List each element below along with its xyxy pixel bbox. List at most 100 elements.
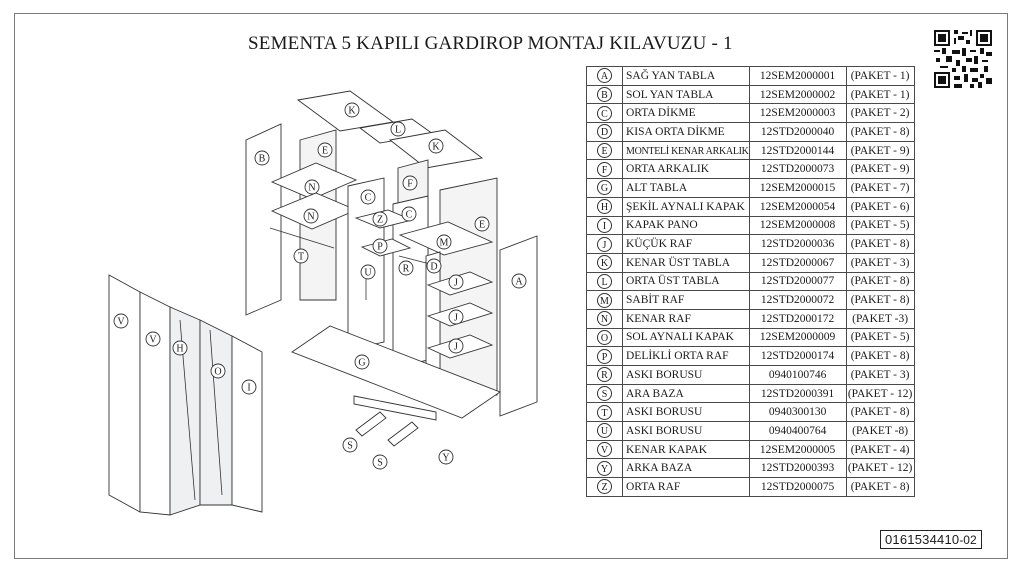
part-letter-cell: H	[586, 196, 623, 217]
part-letter-cell: E	[586, 140, 623, 161]
part-name: KENAR RAF	[626, 312, 691, 325]
qr-code-icon	[934, 30, 992, 88]
callout-label: R	[403, 264, 410, 275]
part-code: 12STD2000172	[760, 312, 835, 325]
callout-u: U	[360, 264, 376, 280]
part-code-cell: 0940400764	[748, 421, 847, 441]
part-letter-cell: B	[586, 84, 623, 105]
part-name-cell: KENAR KAPAK	[622, 439, 750, 460]
door-h	[169, 306, 201, 516]
part-name: KÜÇÜK RAF	[626, 238, 693, 251]
part-letter: N	[597, 311, 612, 327]
part-package: (PAKET - 7)	[850, 181, 910, 194]
part-code: 12SEM2000003	[759, 107, 836, 120]
part-code-cell: 12STD2000393	[748, 458, 847, 479]
callout-label: Z	[377, 215, 383, 226]
part-name: SAĞ YAN TABLA	[626, 69, 716, 82]
part-code: 12STD2000067	[760, 256, 835, 269]
part-code-cell: 12STD2000072	[748, 290, 847, 310]
part-code: 12STD2000073	[760, 163, 835, 176]
part-package-cell: (PAKET - 5)	[845, 327, 915, 348]
part-code-cell: 12SEM2000008	[748, 215, 847, 236]
door-i	[231, 335, 263, 513]
part-letter-cell: C	[586, 103, 623, 124]
part-code-cell: 12STD2000077	[748, 271, 847, 292]
part-code-cell: 12SEM2000002	[748, 84, 847, 105]
part-package-cell: (PAKET - 8)	[845, 477, 915, 497]
part-code: 0940400764	[768, 424, 827, 437]
callout-r: R	[398, 260, 414, 276]
part-code: 12SEM2000054	[759, 200, 836, 213]
part-code: 12SEM2000015	[759, 181, 836, 194]
callout-label: H	[176, 344, 183, 355]
part-letter-cell: T	[586, 402, 623, 423]
part-name-cell: MONTELİ KENAR ARKALIK	[622, 140, 750, 161]
part-code: 12STD2000144	[760, 144, 835, 157]
part-letter: E	[597, 143, 612, 159]
callout-label: Y	[442, 453, 449, 464]
part-package-cell: (PAKET - 3)	[845, 365, 915, 385]
part-package: (PAKET - 5)	[850, 331, 910, 344]
callout-label: G	[358, 358, 365, 369]
callout-s: S	[342, 437, 358, 453]
part-code: 0940100746	[768, 368, 827, 381]
part-package-cell: (PAKET - 9)	[845, 159, 915, 180]
callout-label: C	[406, 210, 413, 221]
part-package-cell: (PAKET - 8)	[845, 290, 915, 310]
part-package-cell: (PAKET - 8)	[845, 122, 915, 142]
part-name: ARKA BAZA	[626, 462, 693, 475]
part-code: 12STD2000391	[760, 387, 835, 400]
part-letter-cell: N	[586, 308, 623, 329]
panel-side-a	[499, 235, 538, 417]
part-code-cell: 12STD2000040	[748, 122, 847, 142]
callout-label: C	[365, 193, 372, 204]
part-letter: K	[597, 255, 612, 271]
part-letter-cell: F	[586, 159, 623, 180]
part-package-cell: (PAKET -3)	[845, 308, 915, 329]
part-package-cell: (PAKET - 8)	[845, 402, 915, 423]
part-name-cell: SOL AYNALI KAPAK	[622, 327, 750, 348]
part-package-cell: (PAKET - 7)	[845, 178, 915, 198]
part-code-cell: 12SEM2000003	[748, 103, 847, 124]
part-package-cell: (PAKET - 1)	[845, 84, 915, 105]
part-letter: I	[597, 217, 612, 233]
part-letter: L	[597, 273, 612, 289]
callout-label: E	[479, 220, 485, 231]
callout-k: K	[428, 138, 444, 154]
callout-label: V	[149, 335, 157, 346]
part-package: (PAKET - 8)	[850, 238, 910, 251]
callout-e: E	[474, 216, 490, 232]
page-title: SEMENTA 5 KAPILI GARDIROP MONTAJ KILAVUZ…	[248, 33, 733, 54]
callout-label: N	[307, 212, 314, 223]
part-name: ASKI BORUSU	[626, 368, 703, 381]
callout-label: S	[347, 441, 353, 452]
part-package-cell: (PAKET - 5)	[845, 215, 915, 236]
document-number-main: 0161534410	[885, 532, 960, 547]
part-code-cell: 0940100746	[748, 365, 847, 385]
callout-label: E	[322, 146, 328, 157]
part-package-cell: (PAKET - 2)	[845, 103, 915, 124]
part-package: (PAKET - 8)	[850, 275, 910, 288]
part-letter-cell: G	[586, 178, 623, 198]
callout-label: M	[440, 238, 449, 249]
callout-p: P	[372, 238, 388, 254]
part-name: SABİT RAF	[626, 294, 685, 307]
part-package: (PAKET - 4)	[850, 443, 910, 456]
part-letter: V	[597, 442, 612, 458]
part-code: 12SEM2000002	[759, 88, 836, 101]
part-name-cell: ALT TABLA	[622, 178, 750, 198]
callout-label: K	[432, 142, 440, 153]
callout-h: H	[172, 340, 188, 356]
part-package: (PAKET - 12)	[847, 462, 913, 475]
callout-z: Z	[372, 211, 388, 227]
part-code-cell: 12SEM2000054	[748, 196, 847, 217]
